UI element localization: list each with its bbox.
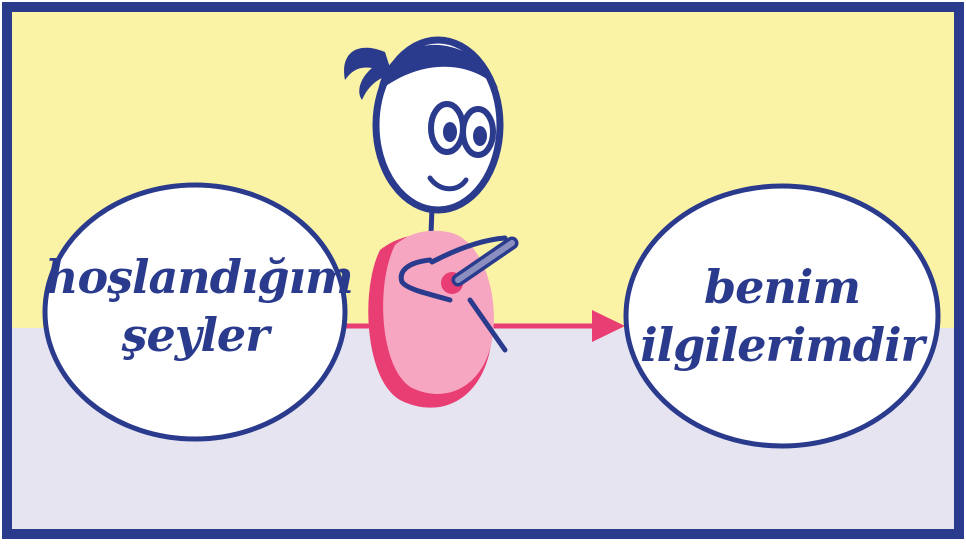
- left-circle-label: hoşlandığım şeyler: [45, 248, 345, 364]
- right-circle-line-1: benim: [632, 258, 932, 316]
- right-circle-line-2: ilgilerimdir: [632, 316, 932, 374]
- left-circle-line-2: şeyler: [45, 306, 345, 364]
- right-circle-label: benim ilgilerimdir: [632, 258, 932, 374]
- left-circle-line-1: hoşlandığım: [45, 248, 345, 306]
